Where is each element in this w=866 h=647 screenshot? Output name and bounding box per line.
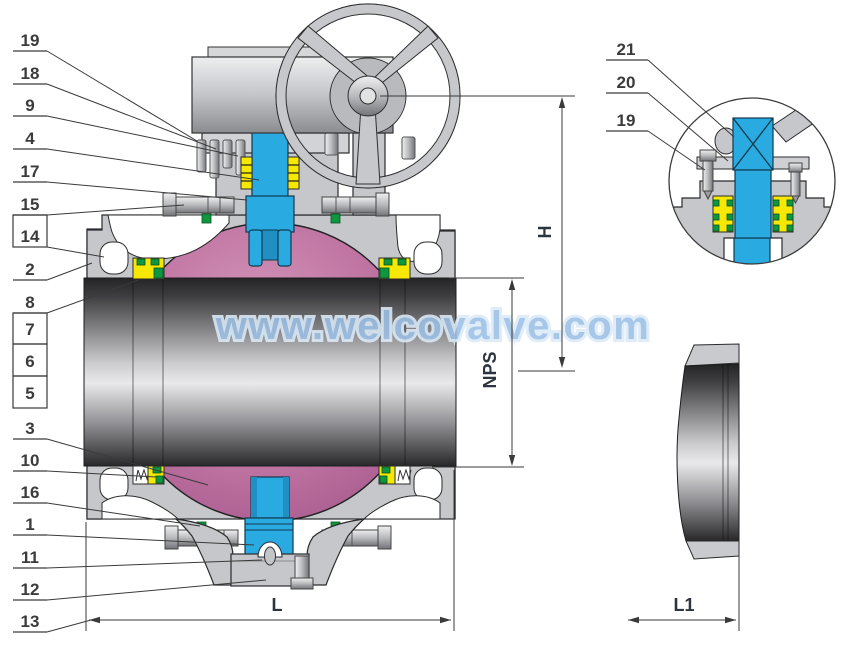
stem-tang-left [248, 229, 263, 267]
dim-label-nps: NPS [480, 351, 500, 388]
bore [83, 277, 457, 467]
flange-bolt-hole-top-right [413, 241, 443, 275]
detail-injection-fitting-left [699, 149, 717, 201]
callout-8: 8 [25, 293, 34, 312]
callout-17: 17 [21, 162, 40, 181]
callout-18: 18 [21, 64, 40, 83]
detail-view: 21 20 19 [606, 40, 836, 265]
callout-13: 13 [21, 612, 40, 631]
detail-injection-fitting-right [788, 162, 803, 205]
callout-6: 6 [25, 352, 34, 371]
detail-stem [734, 169, 772, 239]
seat-ring-body [676, 363, 740, 542]
callout-14: 14 [21, 227, 40, 246]
callout-9: 9 [25, 96, 34, 115]
dimension-nps: NPS [432, 277, 524, 468]
callout-10: 10 [21, 451, 40, 470]
callout-16: 16 [21, 483, 40, 502]
callout-19: 19 [21, 31, 40, 50]
body-bottom-left-cavity [101, 495, 180, 520]
callout-19-detail: 19 [617, 111, 636, 130]
gearbox-cap [207, 46, 328, 59]
trunnion-housing-left [174, 518, 234, 586]
stem-packing [240, 156, 300, 190]
callout-2: 2 [25, 260, 34, 279]
trunnion-assembly [174, 476, 366, 590]
callout-20: 20 [617, 73, 636, 92]
flange-bolt-hole-bottom-left [99, 467, 129, 501]
body-bottom-right-cavity [362, 495, 441, 520]
dimension-l1: L1 [628, 545, 740, 631]
callout-7: 7 [25, 320, 34, 339]
bonnet-oring-right [330, 213, 341, 224]
callout-3: 3 [25, 419, 34, 438]
callout-5: 5 [25, 384, 34, 403]
flange-bolt-hole-top-left [99, 241, 129, 275]
dimension-h: H [380, 95, 575, 372]
seat-spring-right [397, 468, 412, 482]
bore-cylinder [83, 277, 457, 467]
cover-bolt [294, 555, 310, 581]
bonnet-oring-left [201, 213, 212, 224]
seat-ring-bottom-cap [685, 540, 740, 560]
stem-tang-right [277, 229, 292, 267]
handwheel-hub-hole [359, 87, 377, 105]
watermark-text: www.welcovalve.com [215, 304, 651, 348]
dim-label-h: H [535, 226, 555, 239]
callout-11: 11 [21, 548, 39, 567]
stem-collar [245, 195, 295, 233]
gearbox-bolt-left [324, 132, 339, 156]
gearbox-bolt-right [401, 136, 416, 160]
seat-spring-left [135, 468, 150, 482]
callout-box-14 [12, 214, 48, 248]
seat-ring-top-cap [684, 343, 740, 367]
dim-label-l: L [272, 595, 283, 615]
spoke-upper-right [371, 25, 439, 87]
callout-21: 21 [617, 40, 636, 59]
body-top-left-cavity [107, 214, 230, 260]
part-callouts-left: 19 18 9 4 17 15 14 2 8 7 6 5 3 10 16 1 1… [12, 31, 267, 633]
trunnion-pin [264, 546, 276, 566]
dim-label-l1: L1 [673, 595, 694, 615]
stem-ball-slot [261, 229, 279, 261]
callout-box-5 [12, 375, 48, 409]
callout-15: 15 [21, 195, 40, 214]
trunnion-housing-right [306, 518, 366, 586]
callout-1: 1 [25, 515, 34, 534]
detail-circle-border [668, 97, 836, 265]
seat-ring-side-view [676, 343, 740, 560]
dimension-l: L [85, 470, 455, 631]
callout-4: 4 [25, 129, 35, 148]
flange-bolt-hole-bottom-right [413, 467, 443, 501]
cover-bolt-head [290, 577, 314, 590]
trunnion [250, 476, 290, 519]
callout-12: 12 [21, 580, 40, 599]
